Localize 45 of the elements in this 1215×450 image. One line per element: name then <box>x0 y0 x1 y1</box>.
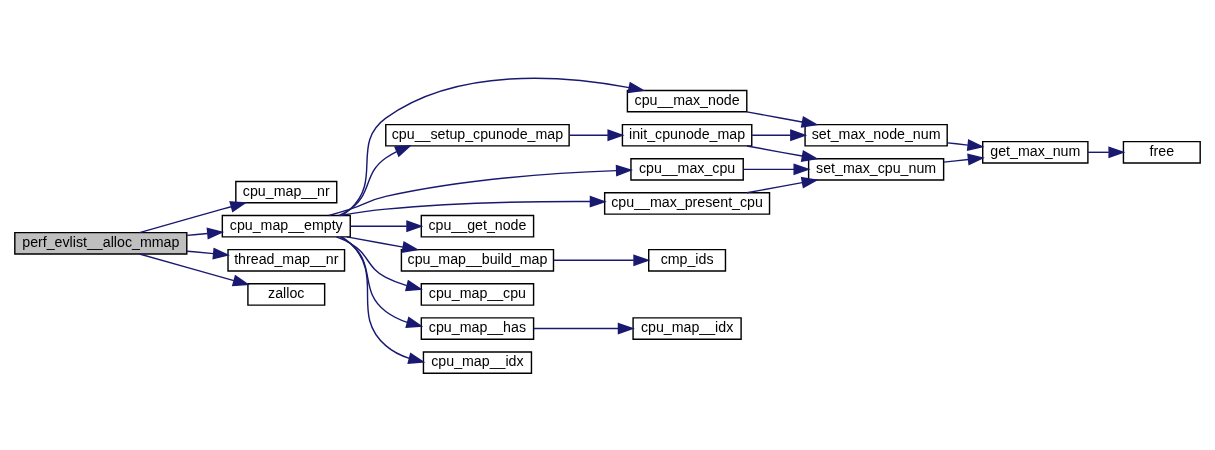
arrow <box>339 235 424 328</box>
arrow <box>186 227 225 239</box>
arrow <box>742 162 811 175</box>
arrow <box>340 77 646 216</box>
node-box: cpu__get_node <box>420 214 535 238</box>
arrow <box>338 144 412 216</box>
node-box: cpu_map__idx <box>422 350 533 374</box>
arrow <box>943 153 985 165</box>
node-box: cpu_map__nr <box>235 180 338 203</box>
arrow <box>346 235 420 253</box>
arrow <box>568 128 625 141</box>
node-box: cpu_map__cpu <box>420 282 535 306</box>
arrow <box>186 247 230 260</box>
node-box: cpu_map__has <box>420 316 535 340</box>
node-box: cpu__max_node <box>626 89 748 112</box>
node-box: cpu_map__idx <box>632 316 742 340</box>
arrow <box>746 110 819 128</box>
node-box: cpu_map__empty <box>221 214 351 238</box>
node-box: perf_evlist__alloc_mmap <box>14 231 188 255</box>
node-box: thread_map__nr <box>227 248 346 272</box>
arrow <box>751 128 808 141</box>
arrow <box>552 253 651 266</box>
node-box: zalloc <box>247 282 326 306</box>
arrow <box>138 200 248 233</box>
arrow <box>340 235 426 364</box>
arrow <box>138 252 250 286</box>
node-box: cpu__max_cpu <box>630 157 744 181</box>
node-box: cpu_map__build_map <box>400 248 555 272</box>
node-box: cmp_ids <box>648 248 727 272</box>
node-box: get_max_num <box>982 140 1089 164</box>
arrow <box>1087 145 1126 158</box>
arrow <box>339 195 607 216</box>
arrow <box>533 322 635 335</box>
arrow <box>328 164 633 216</box>
arrow <box>746 144 819 162</box>
arrow <box>349 219 424 232</box>
node-box: cpu__setup_cpunode_map <box>385 123 570 147</box>
node-box: set_max_node_num <box>804 123 948 147</box>
node-box: set_max_cpu_num <box>807 157 945 181</box>
node-box: cpu__max_present_cpu <box>603 191 771 215</box>
arrow <box>335 235 423 291</box>
arrow <box>946 138 985 151</box>
node-box: init_cpunode_map <box>621 123 753 147</box>
arrow <box>746 176 819 193</box>
node-box: free <box>1122 140 1201 164</box>
